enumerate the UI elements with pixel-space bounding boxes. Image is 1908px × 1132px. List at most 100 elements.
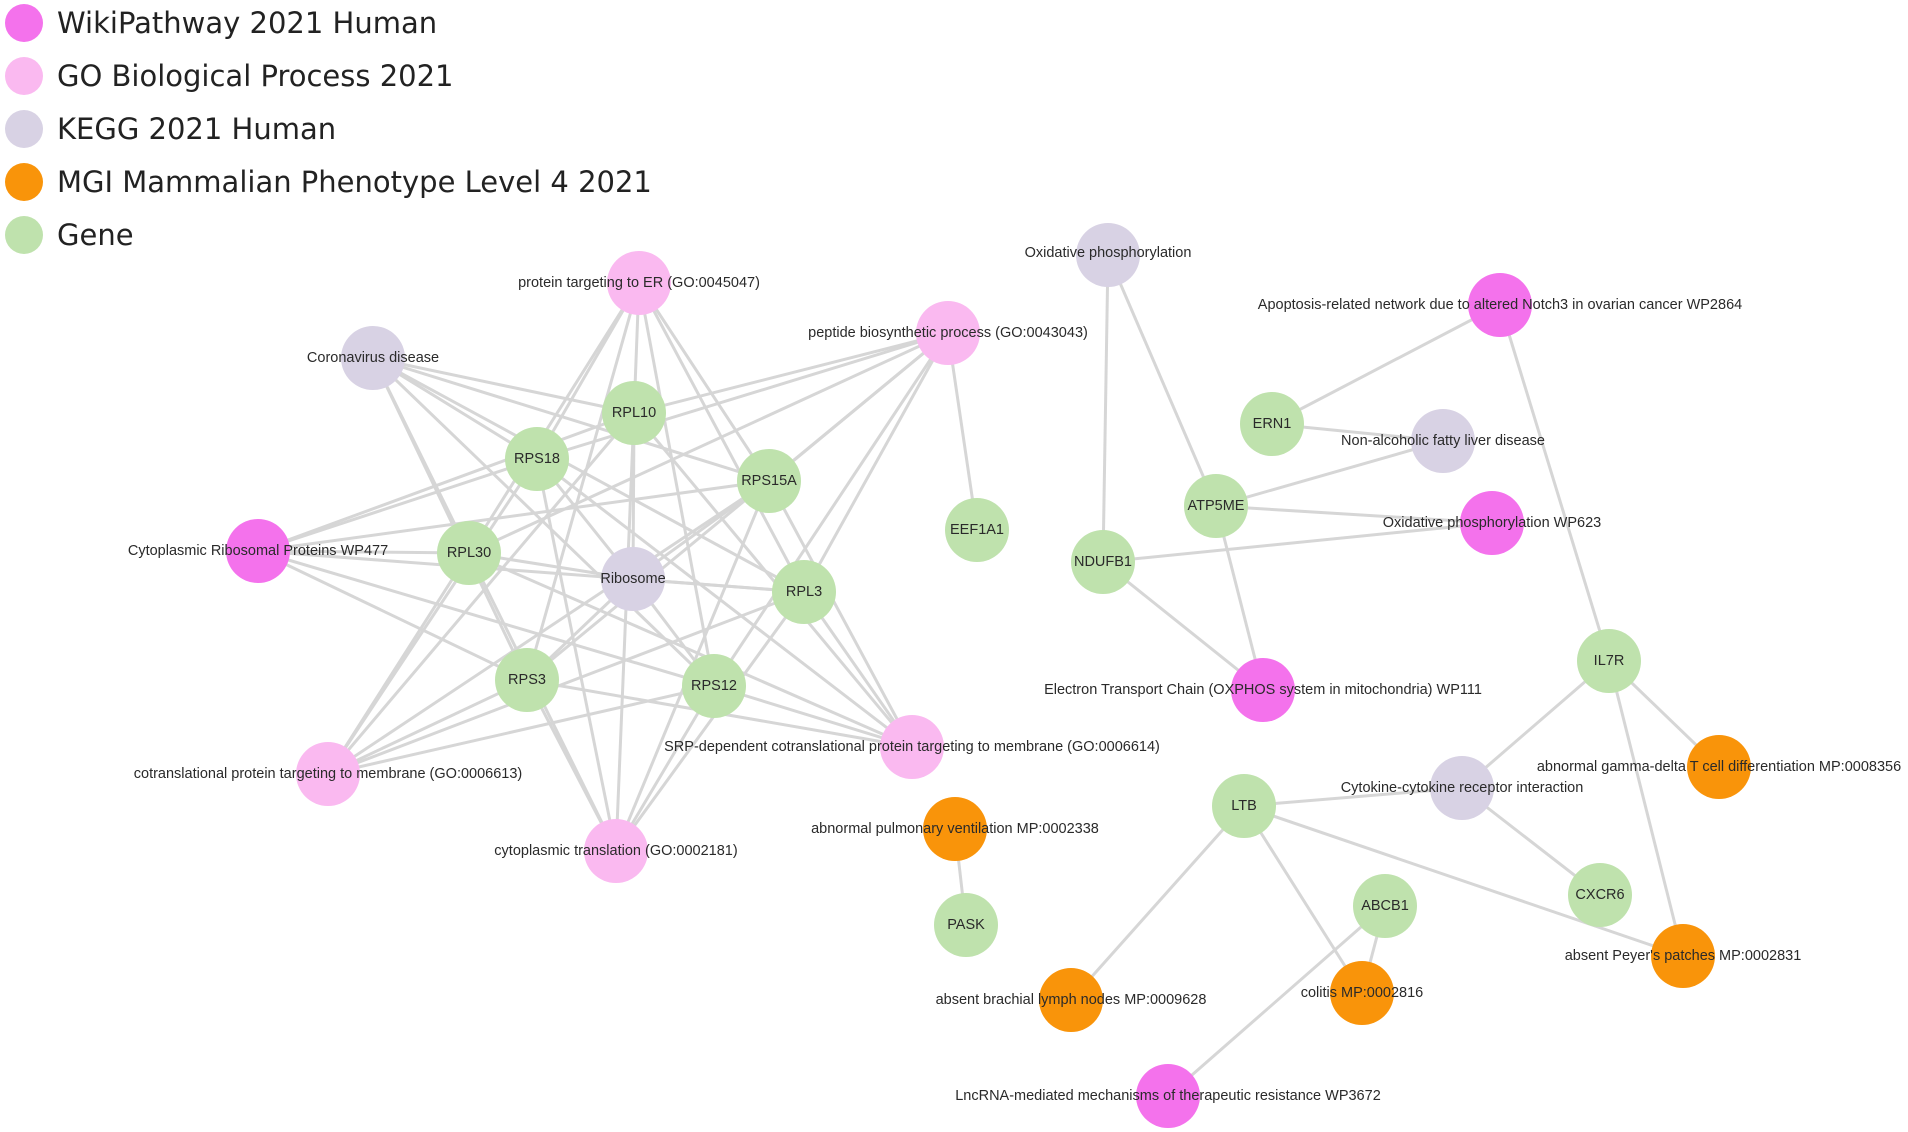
node-label-colitis: colitis MP:0002816 [1301, 985, 1424, 1001]
node-eef1a1[interactable] [945, 498, 1009, 562]
edge-nafld-atp5me [1215, 439, 1444, 508]
edges-layer [257, 254, 1721, 1098]
node-label-etc-oxphos: Electron Transport Chain (OXPHOS system … [1044, 682, 1482, 698]
edge-peptide-biosynthetic-rps3 [526, 331, 949, 682]
node-pask[interactable] [934, 893, 998, 957]
node-ndufb1[interactable] [1071, 530, 1135, 594]
node-protein-targeting-er[interactable] [607, 251, 671, 315]
edge-srp-dependent-rps15a [767, 480, 914, 748]
node-apoptosis-notch3[interactable] [1468, 273, 1532, 337]
edge-peptide-biosynthetic-rps12 [712, 332, 950, 687]
node-absent-peyers[interactable] [1651, 924, 1715, 988]
node-label-srp-dependent: SRP-dependent cotranslational protein ta… [664, 739, 1160, 755]
node-label-cytoplasmic-translation: cytoplasmic translation (GO:0002181) [494, 843, 737, 859]
node-label-ribosome: Ribosome [600, 571, 665, 587]
node-label-nafld: Non-alcoholic fatty liver disease [1341, 433, 1545, 449]
node-cytoplasmic-translation[interactable] [584, 819, 648, 883]
edge-cotranslational-rpl10 [326, 412, 636, 775]
node-label-rps18: RPS18 [514, 451, 560, 467]
node-rps3[interactable] [495, 648, 559, 712]
node-oxidative-phosphorylation-kegg[interactable] [1076, 223, 1140, 287]
edge-cotranslational-rps3 [327, 678, 528, 776]
node-label-atp5me: ATP5ME [1188, 498, 1245, 514]
edge-oxidative-phosphorylation-wp-ndufb1 [1102, 521, 1493, 564]
edge-cytoplasmic-ribosomal-rpl10 [257, 411, 635, 553]
node-label-rpl10: RPL10 [612, 405, 656, 421]
edge-srp-dependent-rpl10 [632, 412, 914, 748]
edge-peptide-biosynthetic-rpl10 [633, 331, 949, 415]
edge-cytoplasmic-translation-rpl10 [614, 412, 636, 852]
node-label-peptide-biosynthetic: peptide biosynthetic process (GO:0043043… [808, 325, 1088, 341]
edge-peptide-biosynthetic-rps18 [536, 331, 949, 461]
node-oxidative-phosphorylation-wp[interactable] [1460, 491, 1524, 555]
node-lncrna[interactable] [1136, 1064, 1200, 1128]
node-coronavirus-disease[interactable] [341, 326, 405, 390]
edge-oxidative-phosphorylation-kegg-ndufb1 [1101, 254, 1110, 563]
node-cotranslational[interactable] [296, 742, 360, 806]
node-label-ltb: LTB [1231, 798, 1257, 814]
node-cytoplasmic-ribosomal[interactable] [226, 519, 290, 583]
edge-cytoplasmic-ribosomal-rps18 [257, 457, 538, 553]
edge-cytoplasmic-ribosomal-rpl30 [257, 549, 470, 555]
node-abcb1[interactable] [1353, 874, 1417, 938]
node-label-protein-targeting-er: protein targeting to ER (GO:0045047) [518, 275, 760, 291]
edge-il7r-absent-peyers [1607, 660, 1685, 957]
edge-etc-oxphos-ndufb1 [1102, 560, 1264, 692]
node-rps18[interactable] [505, 427, 569, 491]
legend-swatch [5, 110, 43, 148]
legend-swatch [5, 57, 43, 95]
node-rps15a[interactable] [737, 449, 801, 513]
node-rpl3[interactable] [772, 560, 836, 624]
node-srp-dependent[interactable] [880, 715, 944, 779]
node-ern1[interactable] [1240, 392, 1304, 456]
node-abnormal-pulmonary[interactable] [923, 797, 987, 861]
node-il7r[interactable] [1577, 629, 1641, 693]
legend-label: KEGG 2021 Human [57, 112, 336, 146]
node-ltb[interactable] [1212, 774, 1276, 838]
edge-ltb-absent-brachial [1069, 805, 1246, 1001]
edge-srp-dependent-rpl30 [468, 551, 913, 749]
node-peptide-biosynthetic[interactable] [916, 301, 980, 365]
node-absent-brachial[interactable] [1039, 968, 1103, 1032]
node-label-rps12: RPS12 [691, 678, 737, 694]
node-label-lncrna: LncRNA-mediated mechanisms of therapeuti… [955, 1088, 1381, 1104]
node-label-absent-brachial: absent brachial lymph nodes MP:0009628 [936, 992, 1207, 1008]
node-cytokine-receptor[interactable] [1430, 756, 1494, 820]
node-atp5me[interactable] [1184, 474, 1248, 538]
node-rpl10[interactable] [602, 381, 666, 445]
node-nafld[interactable] [1411, 409, 1475, 473]
node-label-il7r: IL7R [1594, 653, 1625, 669]
node-label-eef1a1: EEF1A1 [950, 522, 1004, 538]
node-rps12[interactable] [682, 654, 746, 718]
edge-cotranslational-rps15a [327, 479, 770, 776]
edge-cotranslational-rpl3 [327, 590, 805, 776]
nodes-layer [226, 223, 1751, 1128]
edge-cotranslational-rps12 [327, 684, 715, 776]
node-colitis[interactable] [1330, 961, 1394, 1025]
node-label-apoptosis-notch3: Apoptosis-related network due to altered… [1258, 297, 1742, 313]
node-rpl30[interactable] [437, 521, 501, 585]
edge-apoptosis-notch3-ern1 [1271, 303, 1501, 426]
edge-apoptosis-notch3-il7r [1498, 304, 1611, 662]
edge-cytoplasmic-ribosomal-rps15a [257, 479, 770, 553]
edge-abcb1-lncrna [1167, 904, 1386, 1098]
edge-cytokine-receptor-ltb [1243, 786, 1463, 808]
edge-peptide-biosynthetic-eef1a1 [946, 332, 979, 531]
edge-coronavirus-disease-rps15a [372, 356, 770, 483]
node-label-oxidative-phosphorylation-kegg: Oxidative phosphorylation [1025, 245, 1192, 261]
node-cxcr6[interactable] [1568, 863, 1632, 927]
legend-label: WikiPathway 2021 Human [57, 6, 437, 40]
edge-il7r-cytokine-receptor [1461, 659, 1610, 790]
edge-srp-dependent-rps12 [713, 684, 913, 749]
node-label-ndufb1: NDUFB1 [1074, 554, 1132, 570]
node-etc-oxphos[interactable] [1231, 658, 1295, 722]
node-label-absent-peyers: absent Peyer's patches MP:0002831 [1565, 948, 1802, 964]
edge-cytoplasmic-translation-rps3 [525, 679, 618, 852]
edge-cytoplasmic-ribosomal-rps12 [257, 549, 715, 688]
node-gamma-delta-t[interactable] [1687, 735, 1751, 799]
node-label-gamma-delta-t: abnormal gamma-delta T cell differentiat… [1537, 759, 1901, 775]
node-ribosome[interactable] [601, 547, 665, 611]
edge-cotranslational-rpl30 [326, 552, 471, 775]
